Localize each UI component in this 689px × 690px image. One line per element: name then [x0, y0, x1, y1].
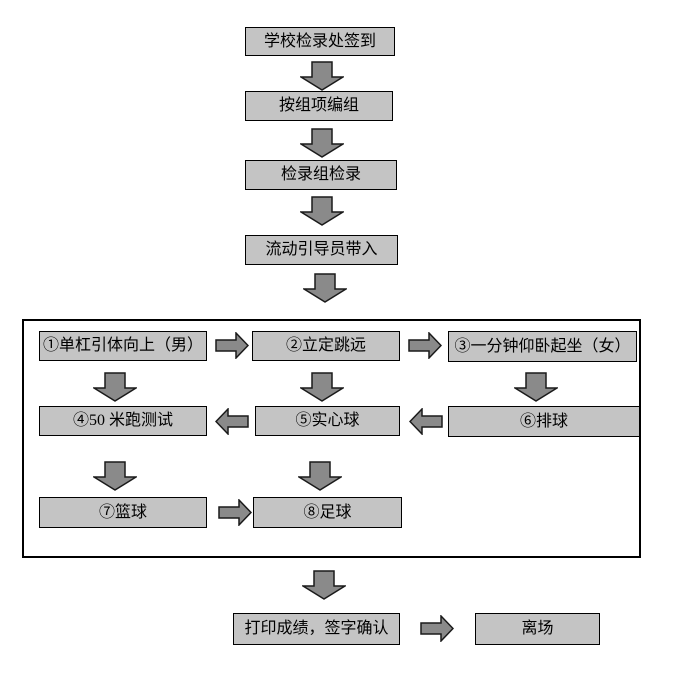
station-node-basketball: ⑦篮球: [39, 497, 207, 528]
station-node-football: ⑧足球: [253, 497, 402, 528]
arrow-left-icon: [215, 408, 249, 435]
arrow-down-icon: [93, 461, 137, 491]
arrow-right-icon: [408, 332, 442, 359]
arrow-down-icon: [93, 372, 137, 402]
arrow-down-icon: [303, 273, 347, 303]
station-node-situps-female: ③一分钟仰卧起坐（女）: [448, 331, 637, 362]
station-node-50m-run: ④50 米跑测试: [39, 406, 207, 436]
flow-node-print-results-sign: 打印成绩，签字确认: [233, 613, 400, 645]
arrow-down-icon: [302, 570, 346, 600]
arrow-right-icon: [218, 499, 252, 526]
flow-node-leave-venue: 离场: [475, 613, 600, 645]
station-node-volleyball: ⑥排球: [448, 406, 640, 437]
station-node-medicine-ball: ⑤实心球: [255, 406, 400, 436]
station-area-frame: [22, 319, 641, 558]
arrow-right-icon: [215, 332, 249, 359]
arrow-down-icon: [514, 372, 558, 402]
arrow-left-icon: [409, 408, 443, 435]
flow-node-guide-leadin: 流动引导员带入: [245, 235, 398, 265]
arrow-down-icon: [298, 461, 342, 491]
flow-node-rollcall-group: 检录组检录: [245, 160, 397, 190]
arrow-right-icon: [420, 615, 454, 642]
station-node-pullups-male: ①单杠引体向上（男）: [39, 331, 207, 361]
arrow-down-icon: [300, 128, 344, 158]
station-node-standing-long-jump: ②立定跳远: [252, 331, 400, 361]
flow-node-grouping: 按组项编组: [245, 91, 393, 121]
flow-node-school-checkin: 学校检录处签到: [245, 27, 395, 56]
arrow-down-icon: [300, 61, 344, 91]
arrow-down-icon: [300, 196, 344, 226]
arrow-down-icon: [300, 372, 344, 402]
